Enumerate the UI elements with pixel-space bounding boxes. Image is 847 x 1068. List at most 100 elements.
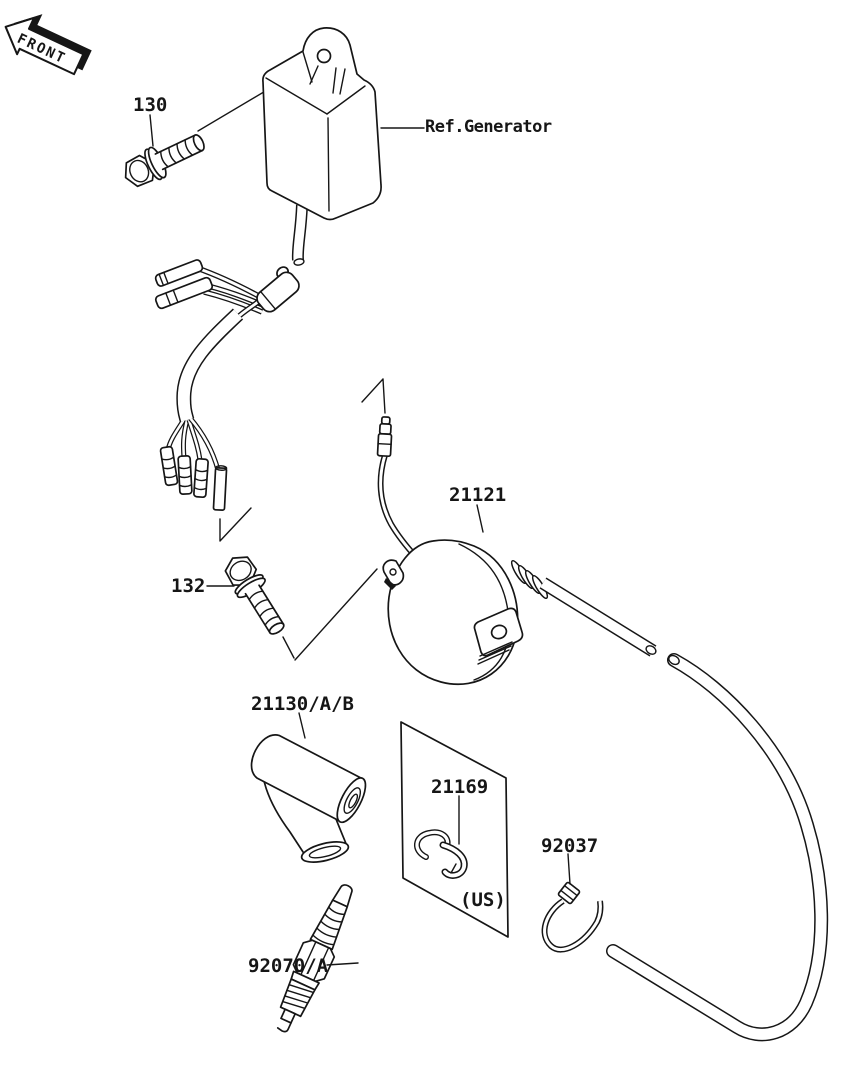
coil-wire-connector: [376, 416, 393, 458]
bullet-connector: [154, 276, 214, 310]
ear-hole: [389, 568, 397, 576]
bracket-hole: [490, 624, 508, 640]
insulator-rib: [320, 920, 340, 931]
thread-line: [253, 598, 269, 609]
thread-line: [264, 615, 280, 626]
label-92037: 92037: [541, 835, 598, 857]
insulator-rib: [316, 927, 338, 938]
thread-line: [288, 983, 314, 994]
leader-line-130: [149, 114, 154, 147]
bracket-stack-line: [477, 641, 513, 665]
lead-cut-end: [645, 645, 657, 655]
connection-mark: [219, 507, 252, 542]
ht-lead-straight: [540, 578, 656, 656]
insulator-rib: [312, 934, 335, 946]
tie-strap: [543, 899, 602, 952]
coil-primary-wire: [377, 454, 419, 560]
thread-line: [286, 989, 312, 999]
us-option-box: [400, 721, 509, 938]
mount-hole: [316, 48, 332, 64]
harness-sheath: [177, 309, 243, 422]
wire-core: [293, 204, 307, 261]
clip-21169-drawing: [414, 829, 468, 879]
plug-insulator: [309, 899, 349, 951]
label-ref-generator: Ref.Generator: [425, 117, 552, 137]
bracket-leg: [332, 67, 337, 94]
clip-notch: [450, 863, 457, 874]
boot-connector: [256, 266, 300, 313]
bracket-leg: [309, 65, 319, 85]
sleeve-terminal: [212, 465, 228, 512]
bolt-132-drawing: [224, 556, 285, 635]
leader-line-92037: [567, 853, 571, 885]
ribbed-terminal: [177, 455, 193, 495]
thread-line: [184, 139, 194, 156]
bolt-shank-outline: [154, 134, 204, 171]
thread-line: [284, 995, 309, 1004]
cap-end-hole: [348, 793, 359, 809]
bolt-tip: [268, 622, 285, 635]
thread-line: [248, 590, 264, 601]
cap-end-mid: [343, 787, 362, 814]
part-labels: 130 Ref.Generator 21121 132 21130/A/B 21…: [133, 94, 598, 977]
bracket-leg: [302, 51, 313, 83]
generator-wire: [291, 204, 308, 266]
generator-body: [262, 27, 382, 221]
front-arrow: FRONT: [4, 14, 92, 76]
generator-unit-drawing: [262, 27, 382, 221]
harness-wire: [182, 419, 189, 459]
leader-line-92070: [326, 962, 359, 966]
bolt-tip: [192, 134, 205, 152]
thread-line: [259, 607, 275, 618]
thread-line: [160, 150, 169, 168]
clip-channel: [441, 843, 467, 878]
label-21121: 21121: [449, 484, 506, 506]
body-crease-front: [327, 117, 330, 212]
ht-lead-loop-drawing: [606, 653, 829, 1042]
ribbed-terminal: [159, 445, 179, 487]
coil-left-ear: [382, 559, 405, 586]
bolt-shank: [245, 585, 284, 633]
bracket-leg: [339, 68, 346, 95]
ground-electrode: [276, 1022, 292, 1033]
insulator-rib: [328, 906, 346, 916]
harness-wire: [187, 419, 202, 461]
label-92070: 92070/A: [248, 955, 329, 977]
harness-wire: [189, 417, 220, 471]
insulator-rib: [324, 913, 343, 923]
tie-head: [557, 881, 581, 905]
plug-terminal: [331, 884, 353, 908]
leader-line-21121: [476, 504, 484, 533]
cap-cylinder-outline: [250, 734, 364, 823]
connection-mark: [361, 378, 386, 414]
ignition-coil-drawing: [361, 378, 657, 686]
label-130: 130: [133, 94, 167, 116]
body-crease-top-right: [326, 85, 366, 115]
bolt-head-chamfer: [229, 560, 252, 582]
thread-line: [176, 142, 186, 160]
ht-lead-loop: [607, 654, 827, 1040]
spark-plug-cap-drawing: [250, 734, 367, 863]
coil-bracket-plate: [473, 607, 524, 657]
plug-threads: [279, 978, 316, 1018]
spark-plug-drawing: [276, 884, 353, 1033]
thread-line: [168, 146, 177, 164]
label-21169: 21169: [431, 776, 488, 798]
leader-line-21130: [298, 712, 306, 739]
ht-lead-loop: [606, 653, 829, 1042]
ear-shade: [384, 578, 396, 590]
thread-line: [282, 1000, 306, 1009]
option-box-outline: [400, 721, 509, 938]
coil-primary-wire: [379, 454, 418, 559]
label-21130: 21130/A/B: [251, 693, 354, 715]
harness-wire: [203, 290, 263, 314]
plug-hex: [292, 939, 336, 983]
ribbed-terminal: [193, 457, 209, 499]
label-132: 132: [171, 575, 205, 597]
label-us: (US): [460, 889, 506, 911]
bolt-head-chamfer: [129, 159, 150, 183]
lead-cut-end: [668, 654, 680, 666]
bolt-130-drawing: [124, 134, 205, 188]
